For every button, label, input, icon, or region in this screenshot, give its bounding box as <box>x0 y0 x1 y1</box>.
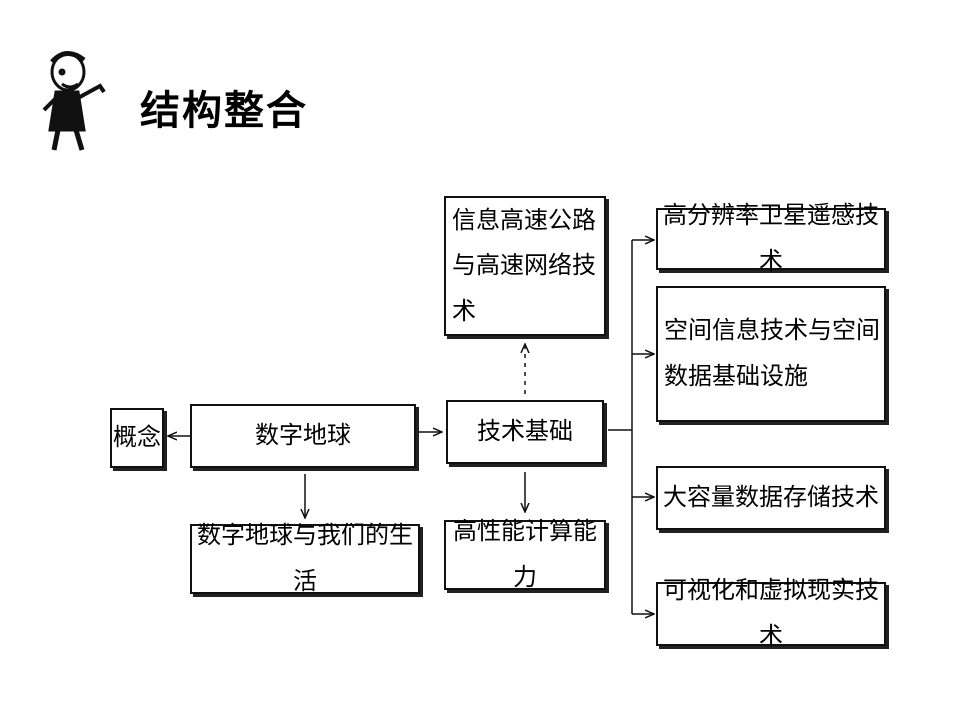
node-hpc: 高性能计算能力 <box>444 517 606 591</box>
node-remote-sensing: 高分辨率卫星遥感技术 <box>656 201 886 275</box>
node-tech-base: 技术基础 <box>446 400 604 464</box>
node-vr: 可视化和虚拟现实技术 <box>656 576 886 650</box>
node-concept: 概念 <box>110 408 164 468</box>
node-digital-earth: 数字地球 <box>190 404 416 468</box>
bracket-connector <box>608 240 633 614</box>
mascot-icon <box>42 51 106 151</box>
node-info-highway: 信息高速公路与高速网络技术 <box>444 196 606 336</box>
node-storage: 大容量数据存储技术 <box>656 466 886 530</box>
node-life: 数字地球与我们的生活 <box>190 521 420 595</box>
page-title: 结构整合 <box>140 88 308 134</box>
node-spatial-info: 空间信息技术与空间数据基础设施 <box>656 286 886 422</box>
